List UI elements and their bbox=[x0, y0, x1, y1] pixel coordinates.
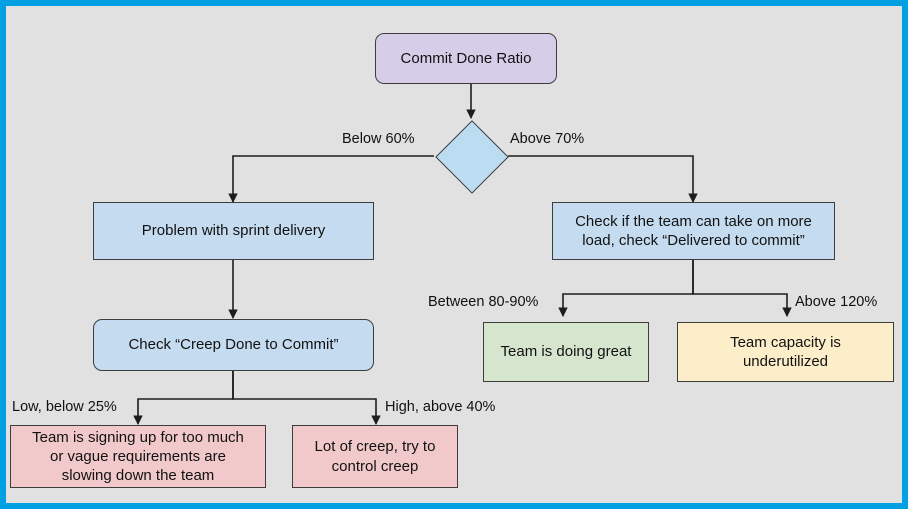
node-commit-done-ratio[interactable]: Commit Done Ratio bbox=[375, 33, 557, 84]
node-lot-of-creep[interactable]: Lot of creep, try to control creep bbox=[292, 425, 458, 488]
edge-label-below-60: Below 60% bbox=[342, 131, 415, 147]
connector-layer bbox=[133, 78, 792, 425]
edge-decision-to-problem bbox=[228, 155, 434, 203]
node-check-creep-done-to-commit[interactable]: Check “Creep Done to Commit” bbox=[93, 319, 374, 371]
edge-check-creep-to-signing bbox=[133, 371, 234, 425]
node-check-if-team-can-take-more-load[interactable]: Check if the team can take on more load,… bbox=[552, 202, 835, 260]
node-team-is-signing-up-for-too-much[interactable]: Team is signing up for too much or vague… bbox=[10, 425, 266, 488]
edge-decision-to-more-load bbox=[508, 155, 698, 203]
edge-more-load-to-capacity bbox=[692, 259, 792, 317]
edge-label-above-120: Above 120% bbox=[795, 294, 878, 310]
edge-label-high-above-40: High, above 40% bbox=[385, 399, 496, 415]
node-problem-with-sprint-delivery[interactable]: Problem with sprint delivery bbox=[93, 202, 374, 260]
node-team-is-doing-great[interactable]: Team is doing great bbox=[483, 322, 649, 382]
edge-check-creep-to-lot-of-creep bbox=[232, 371, 381, 425]
node-team-capacity-is-underutilized[interactable]: Team capacity is underutilized bbox=[677, 322, 894, 382]
edge-more-load-to-team-great bbox=[558, 259, 694, 317]
edge-label-above-70: Above 70% bbox=[510, 131, 585, 147]
edge-label-low-below-25: Low, below 25% bbox=[12, 399, 117, 415]
edge-label-between-80-90: Between 80-90% bbox=[428, 294, 539, 310]
